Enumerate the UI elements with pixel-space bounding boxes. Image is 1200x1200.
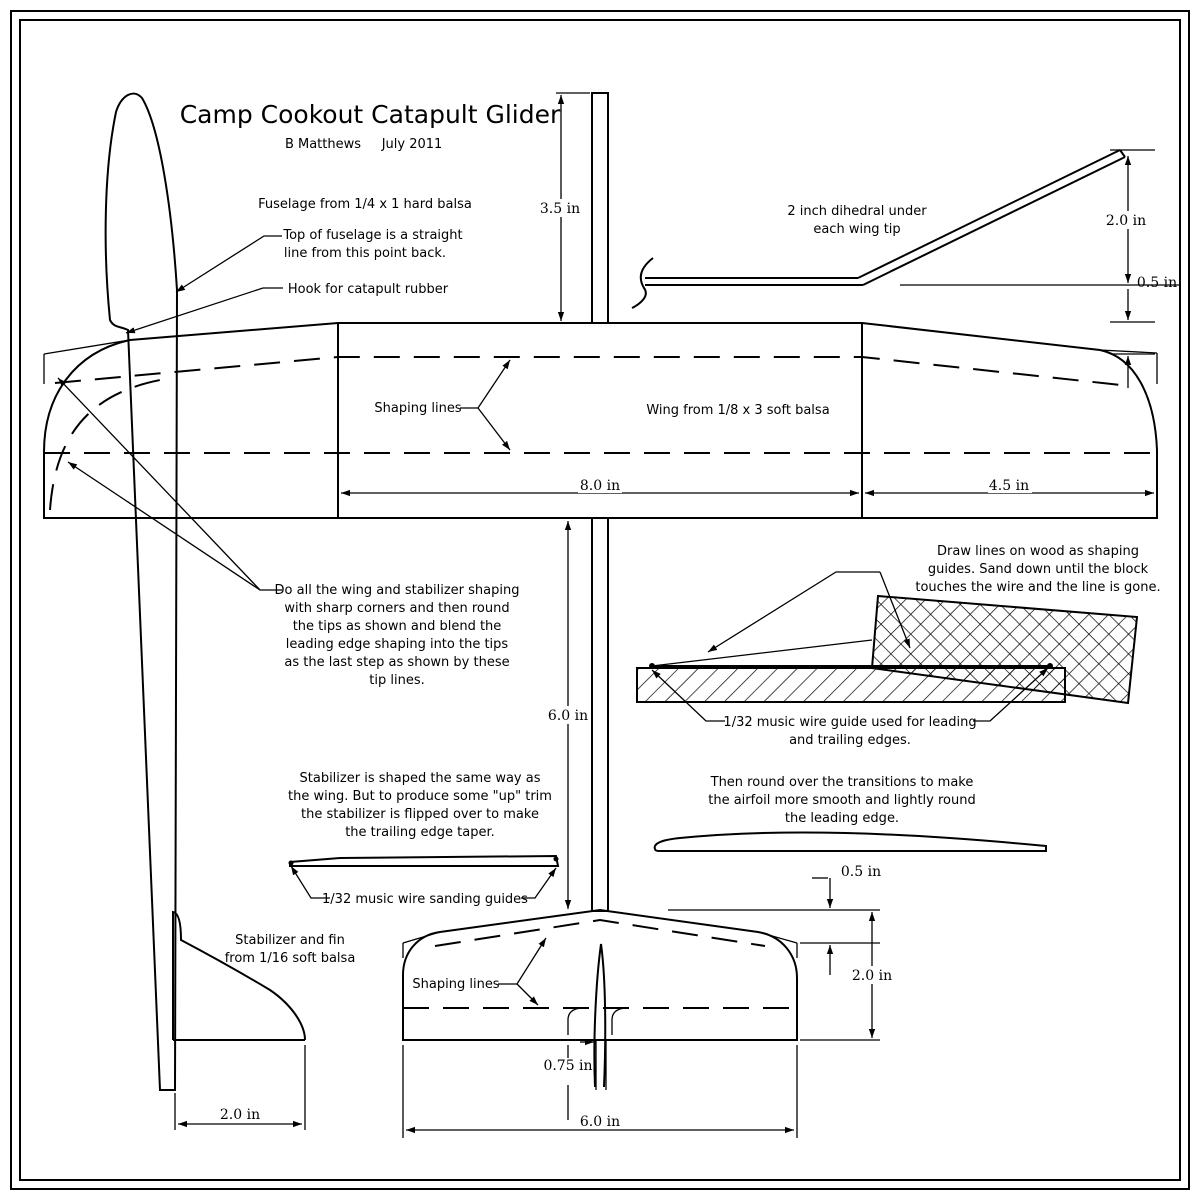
fuselage-notes: Fuselage from 1/4 x 1 hard balsa Top of … [125,197,472,334]
hook-note: Hook for catapult rubber [288,282,449,297]
nose-length-value: 3.5 in [540,201,580,217]
author-label: B Matthews [285,137,361,152]
stab-shaping-lines-label: Shaping lines [412,977,499,992]
stab-fin-note-line2: from 1/16 soft balsa [225,951,356,966]
stab-chord-value: 2.0 in [852,968,892,984]
fuselage-material-note: Fuselage from 1/4 x 1 hard balsa [258,197,472,212]
nose-length-dimension: 3.5 in [540,92,590,321]
stab-note-line3: the stabilizer is flipped over to make [301,807,539,822]
tail-boom [591,92,609,912]
tail-moment-value: 6.0 in [548,708,588,724]
wire-guide-note-line1: 1/32 music wire guide used for leading [723,715,976,730]
dihedral-height-value: 2.0 in [1106,213,1146,229]
stab-note-line1: Stabilizer is shaped the same way as [300,771,541,786]
stab-note-line2: the wing. But to produce some "up" trim [288,789,552,804]
top-straight-note-line1: Top of fuselage is a straight [282,228,462,243]
sanding-guides-note: 1/32 music wire sanding guides [322,892,528,907]
tip-shaping-note: Do all the wing and stabilizer shaping w… [57,377,520,688]
tail-fin [172,910,306,1041]
top-straight-note-line2: line from this point back. [284,246,446,261]
fin-chord-dimension: 2.0 in [174,1045,306,1130]
draw-lines-note-line2: guides. Sand down until the block [928,562,1149,577]
dihedral-note-line1: 2 inch dihedral under [787,204,927,219]
round-note-line1: Then round over the transitions to make [710,775,974,790]
tip-panel-value: 4.5 in [989,478,1029,494]
draw-lines-note-line1: Draw lines on wood as shaping [937,544,1139,559]
wing-shaping-leader [460,359,511,409]
tip-note-line1: Do all the wing and stabilizer shaping [275,583,520,598]
wing-planform [43,322,1158,519]
stab-offset-value: 0.5 in [841,864,881,880]
page-frame [10,10,1190,1190]
stabilizer-section: Stabilizer is shaped the same way as the… [288,771,560,907]
fin-gap-value: 0.75 in [543,1058,592,1074]
stabilizer-planform: Shaping lines [402,908,798,1090]
tip-note-line6: tip lines. [369,673,424,688]
title-block: Camp Cookout Catapult Glider B Matthews … [180,100,561,152]
wing-material-note: Wing from 1/8 x 3 soft balsa [646,403,829,418]
dihedral-view: 2.0 in 0.5 in 2 inch dihedral under each… [631,149,1180,388]
wire-guide-note-line2: and trailing edges. [789,733,911,748]
draw-lines-note-line3: touches the wire and the line is gone. [915,580,1160,595]
fin-chord-value: 2.0 in [220,1107,260,1123]
tip-note-line2: with sharp corners and then round [284,601,509,616]
round-note-line3: the leading edge. [785,811,899,826]
sanding-block-illustration: Draw lines on wood as shaping guides. Sa… [636,544,1161,748]
top-straight-leader [175,235,282,293]
date-label: July 2011 [381,137,443,152]
hook-leader [125,287,283,334]
wing-notes: Shaping lines Wing from 1/8 x 3 soft bal… [374,359,830,451]
dihedral-note-line2: each wing tip [813,222,900,237]
tip-note-line3: the tips as shown and blend the [293,619,502,634]
tail-moment-dimension: 6.0 in [547,521,591,909]
stab-span-value: 6.0 in [580,1114,620,1130]
dihedral-offset-value: 0.5 in [1137,275,1177,291]
tip-note-line4: leading edge shaping into the tips [286,637,509,652]
wing-span-dimensions: 8.0 in 4.5 in [341,477,1154,497]
center-section-value: 8.0 in [580,478,620,494]
stab-note-line4: the trailing edge taper. [345,825,495,840]
wing-shaping-lines-label: Shaping lines [374,401,461,416]
drawing-title: Camp Cookout Catapult Glider [180,100,561,129]
tip-note-line5: as the last step as shown by these [284,655,509,670]
stabilizer-dimensions: 0.5 in 2.0 in 0.75 in 6.0 in [402,864,895,1138]
stab-fin-note: Stabilizer and fin from 1/16 soft balsa [225,933,356,966]
fuselage [104,92,179,1091]
wing-shaping-leader-lower [477,407,511,451]
round-note-line2: the airfoil more smooth and lightly roun… [708,793,975,808]
stab-fin-note-line1: Stabilizer and fin [235,933,345,948]
airfoil-section: Then round over the transitions to make … [653,775,1047,852]
